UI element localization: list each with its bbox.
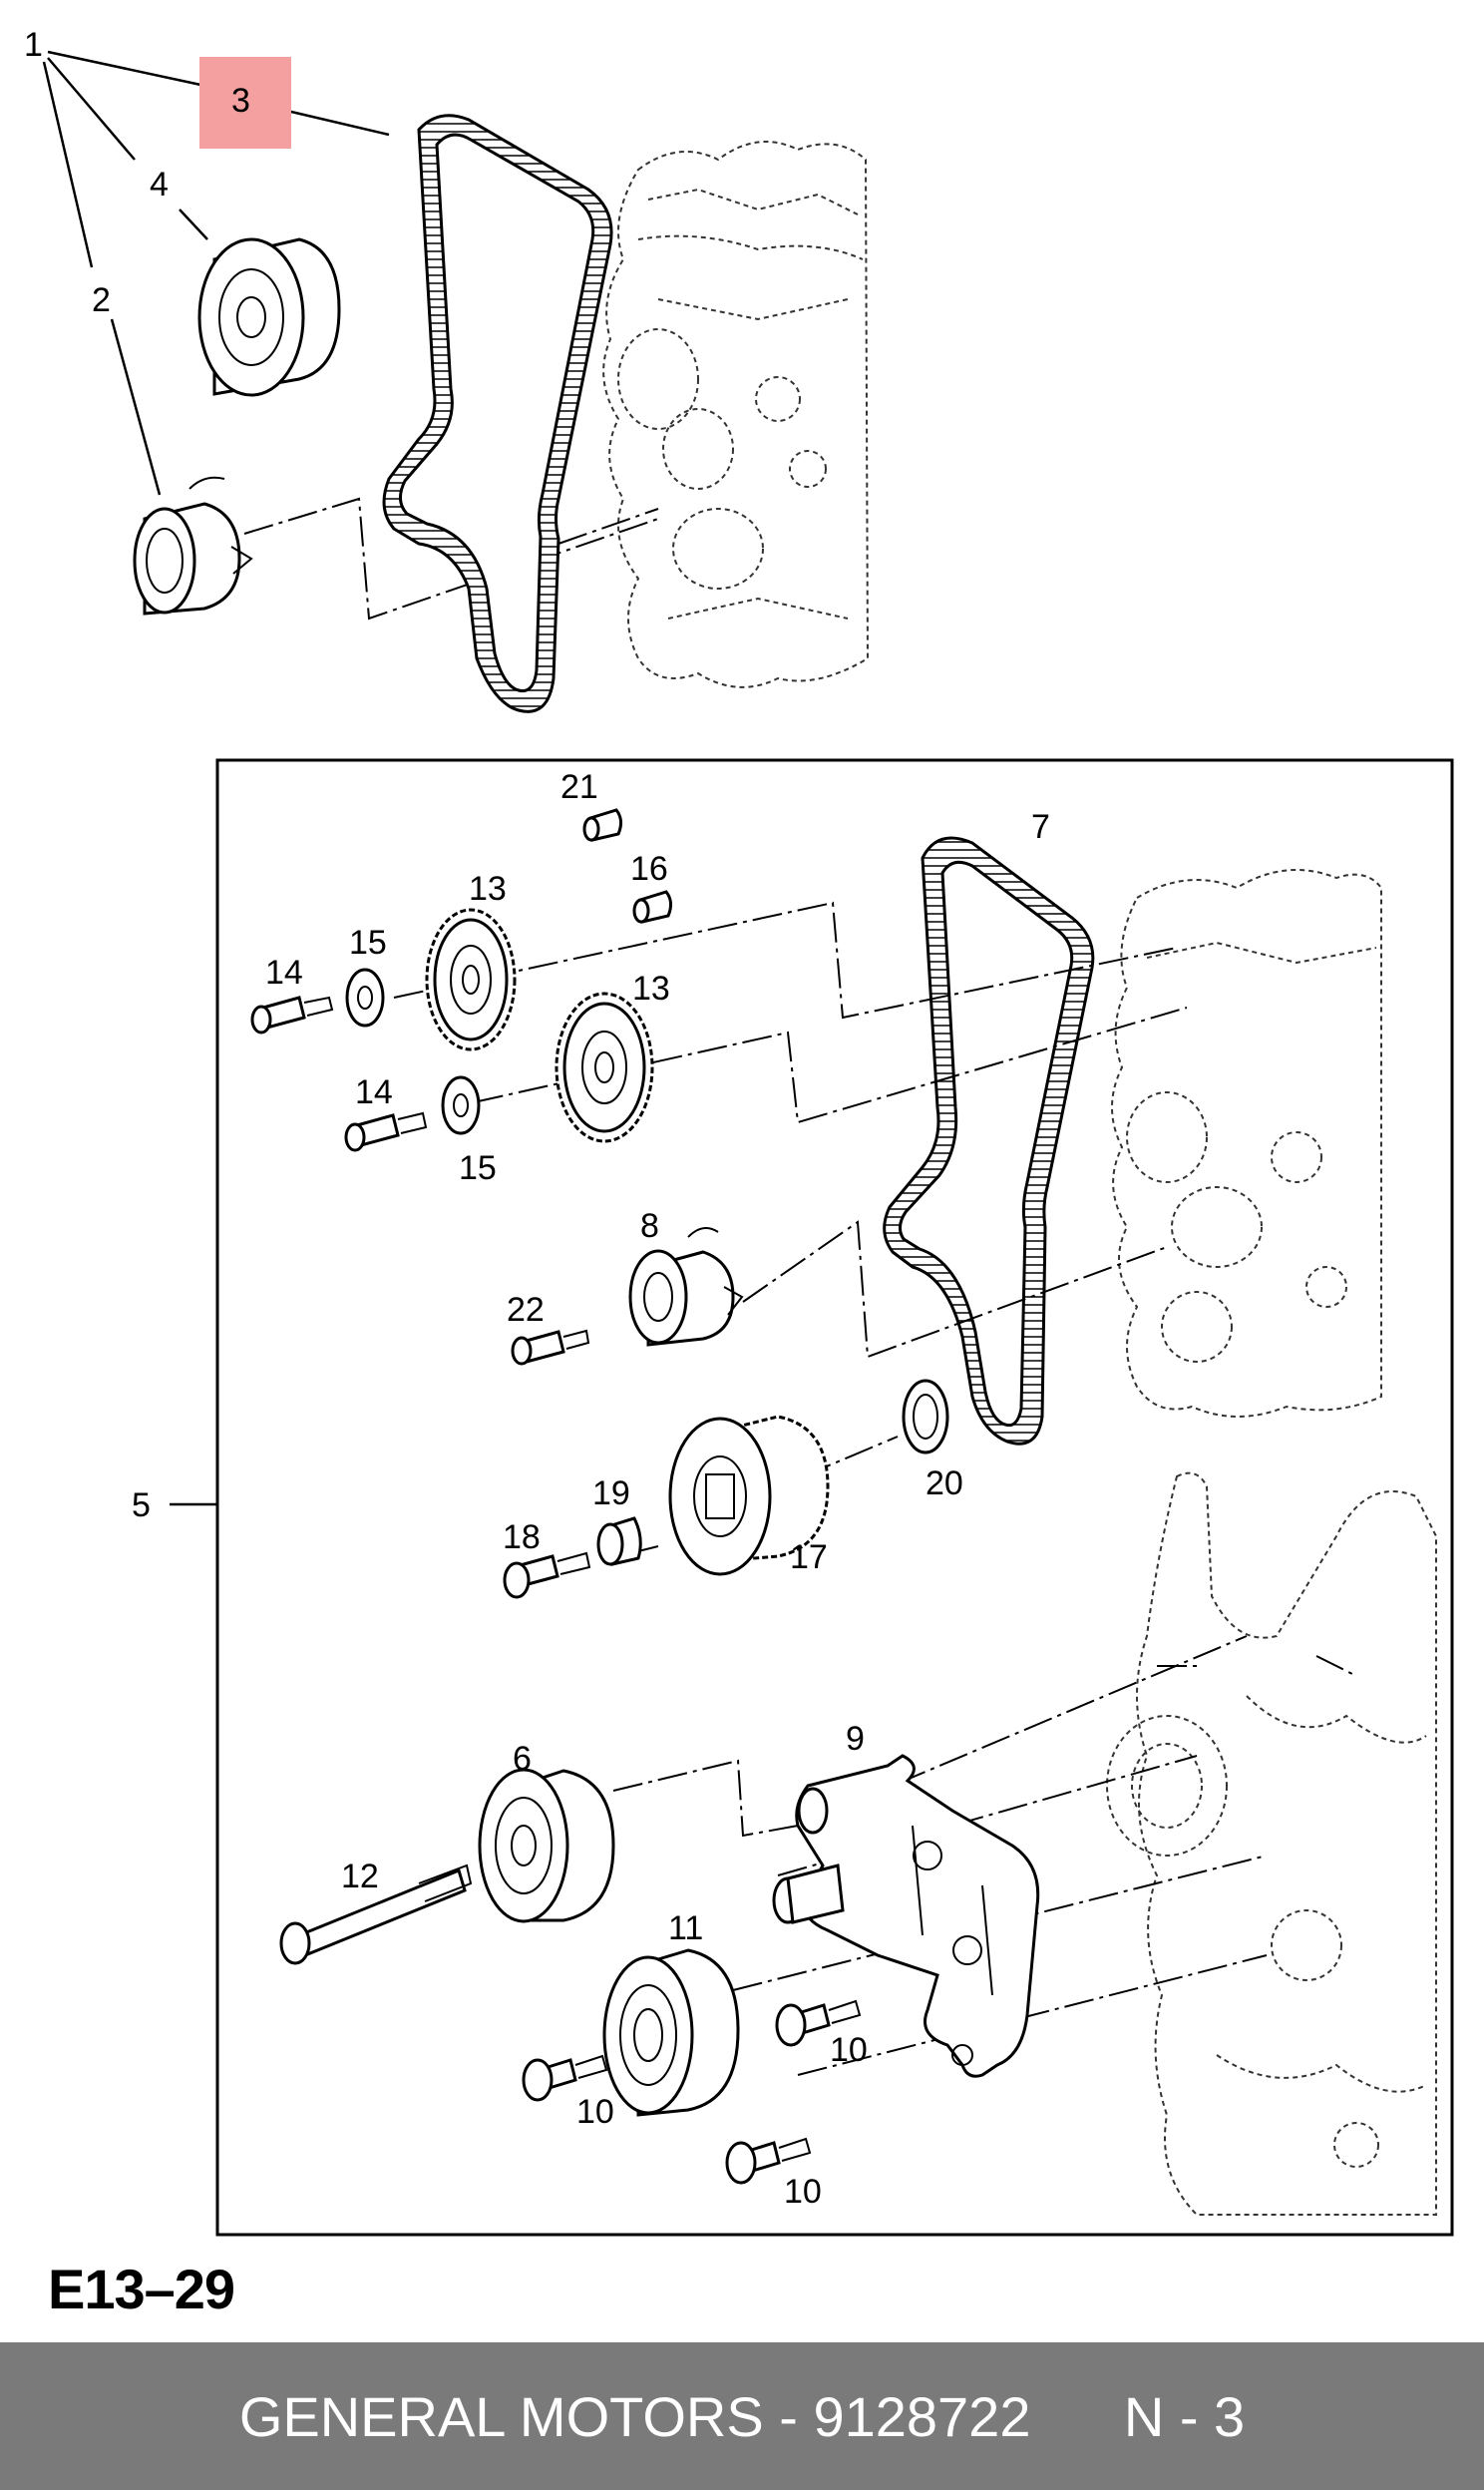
engine-block-top [602,141,870,688]
label-14-lower: 14 [355,1073,393,1111]
engine-block-box-upper [1111,869,1382,1418]
highlight-box [199,57,291,149]
sprocket-part-17 [668,1415,830,1576]
sprocket-part-13-lower [555,992,654,1143]
pulley-part-4 [197,237,341,397]
leader-lines-top [42,50,390,496]
label-20: 20 [926,1464,963,1502]
pin-part-21 [582,808,623,842]
label-3: 3 [231,82,250,120]
label-13-lower: 13 [632,970,670,1008]
washer-part-15-upper [345,968,385,1028]
washer-part-15-lower [441,1075,481,1135]
tensioner-part-2 [133,476,253,616]
bolt-part-12 [279,1864,473,1965]
label-21: 21 [560,768,598,806]
label-9: 9 [846,1720,865,1758]
label-13-upper: 13 [469,870,507,908]
bolt-part-10-left [522,2054,608,2102]
timing-belt-part-7 [883,836,1095,1446]
alignment-line-top-2 [557,508,659,545]
label-14-upper: 14 [265,954,303,992]
label-8: 8 [640,1207,659,1245]
label-12: 12 [341,1858,379,1895]
bolt-part-10-bottom [725,2137,812,2185]
bolt-part-18 [503,1551,591,1599]
label-17: 17 [790,1538,828,1576]
footer-text: GENERAL MOTORS - 9128722 N - 3 [238,2384,1246,2448]
seal-part-20 [902,1379,949,1454]
label-7: 7 [1031,808,1050,846]
footer-bar: GENERAL MOTORS - 9128722 N - 3 [0,2342,1484,2490]
sprocket-part-13-upper [425,908,517,1051]
spacer-part-19 [596,1516,642,1566]
diagram-code: E13–29 [48,2258,235,2320]
label-11: 11 [668,1909,703,1947]
timing-belt-part-3 [382,114,613,713]
bolt-part-14-upper [250,996,334,1035]
engine-block-box-lower [1106,1471,1437,2216]
label-18: 18 [503,1518,541,1556]
bolt-part-14-lower [344,1111,428,1152]
label-10-left: 10 [576,2093,614,2131]
label-10-right: 10 [830,2031,868,2069]
label-19: 19 [592,1474,630,1512]
label-5: 5 [132,1486,151,1524]
label-1: 1 [24,26,43,64]
bolt-part-22 [511,1329,590,1366]
label-15-lower: 15 [459,1149,497,1187]
label-16: 16 [630,850,668,888]
pulley-part-6 [478,1768,615,1923]
label-6: 6 [513,1740,532,1778]
assembly-box [215,758,1454,2237]
pulley-part-11 [602,1948,740,2117]
label-4: 4 [150,166,169,204]
label-2: 2 [92,281,111,319]
bolt-part-10-right [775,1999,862,2047]
label-15-upper: 15 [349,924,387,962]
label-22: 22 [507,1291,545,1329]
tensioner-part-8 [628,1227,744,1347]
bracket-part-9 [772,1754,1040,2078]
pin-part-16 [632,890,673,924]
label-10-bottom: 10 [784,2173,822,2211]
parts-diagram: 1 3 4 2 5 [24,26,1454,2237]
